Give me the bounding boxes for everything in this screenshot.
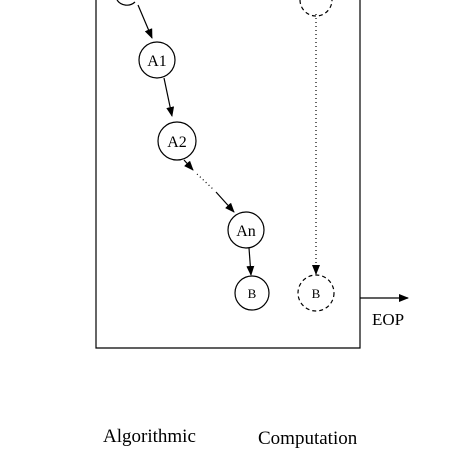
arrow-top-to-a1	[137, 4, 153, 39]
arrow-an-to-b	[246, 247, 255, 276]
arrow-ellipsis-to-an	[215, 191, 235, 213]
node-a1-label: A1	[147, 53, 167, 70]
arrow-a1-to-a2	[163, 77, 175, 117]
ellipsis-dotted-path	[196, 173, 215, 191]
top-node-partial-left	[116, 0, 136, 6]
node-b-left-label: B	[248, 286, 257, 301]
node-b-left: B	[234, 275, 270, 311]
node-b-right: B	[297, 274, 335, 312]
node-an: An	[227, 211, 265, 249]
caption-algorithmic: Algorithmic	[103, 426, 196, 447]
node-a2-label: A2	[167, 134, 187, 151]
caption-computation: Computation	[258, 428, 358, 449]
node-an-label: An	[236, 223, 256, 240]
enclosing-box	[95, 0, 361, 349]
node-a1: A1	[138, 41, 176, 79]
eop-label: EOP	[372, 310, 404, 329]
top-node-partial-right	[299, 0, 333, 17]
node-a2: A2	[157, 121, 197, 161]
node-b-right-label: B	[312, 286, 321, 301]
arrow-a2-to-ellipsis	[183, 159, 194, 171]
